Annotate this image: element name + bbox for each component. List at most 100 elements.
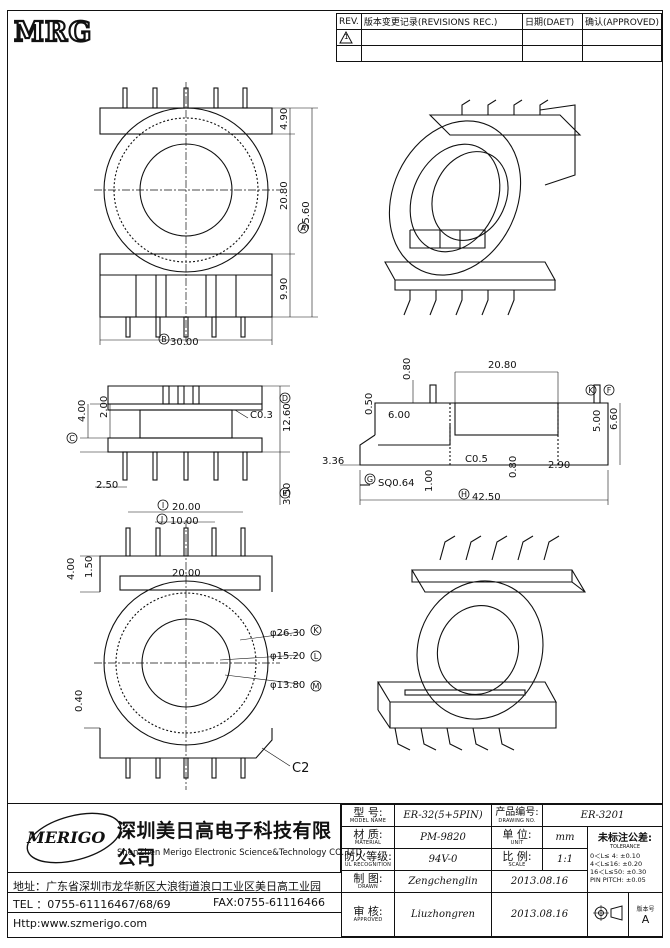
dim-12-60: 12.60 [282,403,293,432]
dim-4-00: 4.00 [77,400,88,422]
front-view [94,82,318,345]
marker-a: A [300,224,306,233]
drawing-frame [7,10,663,938]
marker-c: C [69,434,75,443]
ul-label-cell: 防火等级:UL RECOGNITION [341,848,395,871]
model-label-cell: 型 号:MODEL NAME [341,804,395,827]
model-value: ER-32(5+5PIN) [394,804,492,827]
marker-e: E [282,489,287,498]
marker-i: I [162,501,164,510]
dim-0-40: 0.40 [74,690,85,712]
drawn-date: 2013.08.16 [491,870,588,893]
material-label-cell: 材 质:MATERIAL [341,826,395,849]
dim-35-60: 35.60 [301,201,312,230]
marker-m: M [313,682,320,691]
company-name-en: ShenZhen Merigo Electronic Science&Techn… [117,848,363,858]
marker-f: F [607,386,612,395]
dim-3-50: 3.50 [282,483,293,505]
dim-0-80: 0.80 [402,358,413,380]
tolerance-cell: 未标注公差: TOLERANCE 0＜L≤ 4: ±0.10 4＜L≤16: ±… [587,826,663,893]
address-line: 地址：广东省深圳市龙华新区大浪街道浪口工业区美日高工业园 [13,880,321,893]
dim-20-80b: 20.80 [488,360,517,371]
merigo-logo-mark [26,812,122,864]
dim-6-00: 6.00 [388,410,410,421]
company-area: MERIGO 深圳美日高电子科技有限公司 ShenZhen Merigo Ele… [7,804,362,872]
dim-6-60: 6.60 [609,408,620,430]
dim-0-80b: 0.80 [508,456,519,478]
dim-30-00: 30.00 [170,337,199,348]
drawn-value: Zengchenglin [394,870,492,893]
marker-k2: K [313,626,319,635]
dim-0-50: 0.50 [364,393,375,415]
dim-20-00: 20.00 [172,502,201,513]
dim-4-00b: 4.00 [66,558,77,580]
scale-value: 1:1 [542,848,588,871]
dim-3-36: 3.36 [322,456,344,467]
title-block: MERIGO 深圳美日高电子科技有限公司 ShenZhen Merigo Ele… [7,803,663,938]
dim-2-90: 2.90 [548,460,570,471]
isometric-view-2 [377,535,586,751]
marker-l: L [314,652,319,661]
approved-label-cell: 审 核:APPROVED [341,892,395,937]
dim-c0-5: C0.5 [465,454,488,465]
dim-13-80: φ13.80 [270,680,305,691]
drawing-no-value: ER-3201 [542,804,663,827]
version-cell: 版本号 A [628,892,663,937]
triangle-icon [339,31,353,44]
dim-5-00: 5.00 [592,410,603,432]
dim-20-00b: 20.00 [172,568,201,579]
dim-1-50: 1.50 [84,556,95,578]
dim-20-80: 20.80 [279,181,290,210]
rev-row-1-mark: 1 [336,29,362,46]
tel-line: TEL ：0755-61116467/68/69 [13,898,171,911]
tolerance-row-4: PIN PITCH: ±0.05 [590,876,646,884]
marker-h: H [461,490,467,499]
unit-label-cell: 单 位:UNIT [491,826,543,849]
isometric-view-1 [384,99,582,316]
dim-9-90: 9.90 [279,278,290,300]
rev-row-2-approved [582,45,662,62]
rev-row-2-date [521,45,584,62]
tolerance-row-2: 4＜L≤16: ±0.20 [590,860,643,868]
marker-k: K [588,386,594,395]
marker-d: D [282,394,288,403]
title-info-table: 型 号:MODEL NAME ER-32(5+5PIN) 产品编号:DRAWIN… [341,804,663,937]
projection-symbol-cell [587,892,629,937]
dim-sq: SQ0.64 [378,478,414,489]
material-value: PM-9820 [394,826,492,849]
dim-2-00: 2.00 [99,396,110,418]
fax-line: FAX:0755-61116466 [213,896,326,909]
dim-10-00: 10.00 [170,516,199,527]
marker-j: J [160,515,163,524]
mrg-logo: MRG [13,16,93,49]
dim-42-50: 42.50 [472,492,501,503]
unit-value: mm [542,826,588,849]
dim-15-20: φ15.20 [270,651,305,662]
tolerance-row-3: 16＜L≤50: ±0.30 [590,868,647,876]
scale-label-cell: 比 例:SCALE [491,848,543,871]
dim-4-90: 4.90 [279,108,290,130]
dim-c2: C2 [292,761,309,776]
technical-drawing: 4.90 20.80 35.60 9.90 30.00 4.00 2.00 C0… [66,82,621,790]
dim-1-00: 1.00 [424,470,435,492]
projection-symbol-icon [593,905,623,921]
marker-b: B [161,335,167,344]
rev-row-2-rec [360,45,523,62]
merigo-logo-text: MERIGO [27,828,106,847]
revision-table: REV. 版本变更记录(REVISIONS REC.) 日期(DAET) 确认(… [336,13,662,62]
dim-c0-3: C0.3 [250,410,273,421]
bottom-view [80,511,301,790]
dim-2-50: 2.50 [96,480,118,491]
company-name-cn: 深圳美日高电子科技有限公司 [117,820,332,869]
side-view [80,385,290,505]
approved-value: Liuzhongren [394,892,492,937]
drawn-label-cell: 制 图:DRAWN [341,870,395,893]
tolerance-row-1: 0＜L≤ 4: ±0.10 [590,852,641,860]
marker-g: G [367,475,373,484]
drawing-no-label-cell: 产品编号:DRAWING NO. [491,804,543,827]
ul-value: 94V-0 [394,848,492,871]
section-view [340,371,621,505]
approved-date: 2013.08.16 [491,892,588,937]
dim-26-30: φ26.30 [270,628,305,639]
website-line: Http:www.szmerigo.com [13,917,148,930]
